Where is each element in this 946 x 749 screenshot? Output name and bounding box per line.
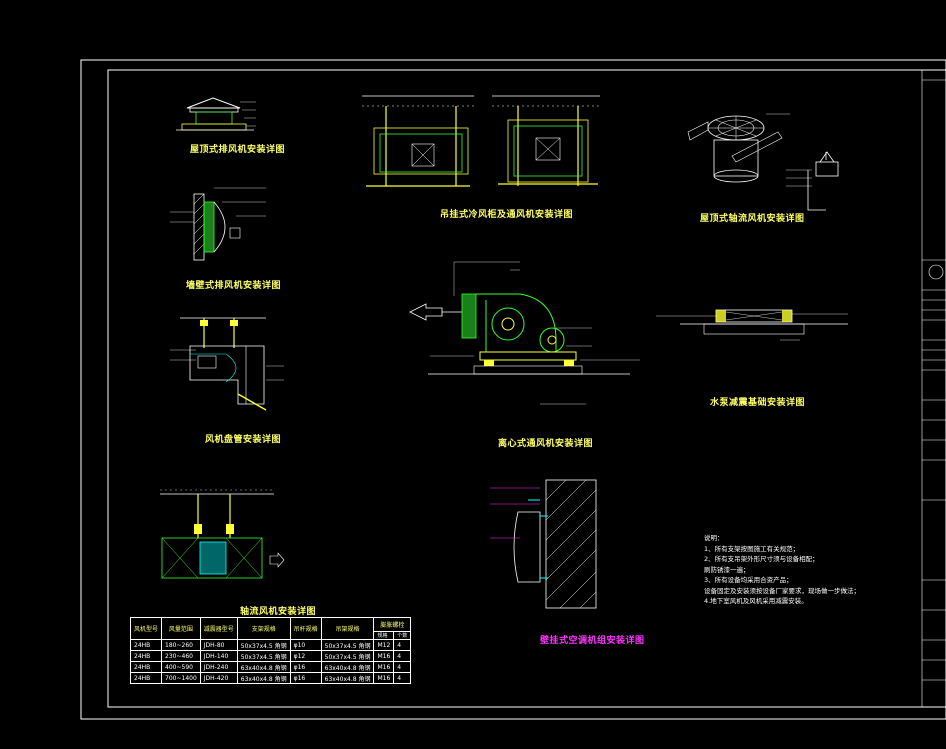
- duct-fan-drawing: [170, 317, 284, 411]
- note-line: 3、所有设备均采用合资产品；: [704, 576, 793, 584]
- table-cell: φ16: [289, 672, 322, 684]
- table-cell: φ16: [289, 661, 322, 673]
- note-line: 设备固定及安装须按设备厂家要求，现场做一步做法；: [704, 586, 860, 595]
- title-block: [921, 70, 946, 707]
- table-cell: 4: [393, 650, 412, 662]
- caption-hanging-unit: 吊挂式冷风柜及通风机安装详图: [440, 210, 574, 220]
- table-row: 24HB 180~260 JDH-80 50x37x4.5 角钢 φ10 50x…: [129, 639, 412, 651]
- caption-wall-unit: 壁挂式空调机组安装详图: [540, 636, 645, 646]
- table-cell: 24HB: [129, 639, 163, 651]
- note-line: 4.地下室风机及风机采用减震安装。: [704, 597, 808, 605]
- note-line: 2、所有支吊架外形尺寸须与设备相配；: [704, 555, 819, 563]
- table-cell: JDH-240: [199, 661, 238, 673]
- table-cell: 400~590: [161, 661, 201, 673]
- table-header: 支架规格: [236, 617, 291, 640]
- roof-fan-drawing: [176, 97, 256, 131]
- table-row: 24HB 400~590 JDH-240 63x40x4.8 角钢 φ16 63…: [129, 661, 412, 673]
- notes-title: 说明：: [704, 534, 724, 542]
- table-header-row: 风机型号 风量范围 减震器型号 支架规格 吊杆规格 吊架规格 膨胀螺栓: [129, 617, 412, 640]
- table-cell: 24HB: [129, 672, 163, 684]
- table-subheader: 个数: [393, 631, 412, 640]
- table-cell: M16: [373, 650, 395, 662]
- table-cell: 63x40x4.8 角钢: [236, 672, 291, 684]
- hanging-unit-drawing: [362, 95, 600, 187]
- design-notes: 说明： 1、所有支架按图施工有关规范； 2、所有支吊架外形尺寸须与设备相配； 刷…: [704, 533, 860, 607]
- table-row: 24HB 230~460 JDH-140 50x37x4.5 角钢 φ12 50…: [129, 650, 412, 662]
- table-cell: JDH-140: [199, 650, 238, 662]
- table-cell: 24HB: [129, 650, 163, 662]
- table-header: 风量范围: [161, 617, 201, 640]
- caption-roof-fan: 屋顶式排风机安装详图: [190, 145, 286, 155]
- caption-pump-base: 水泵减震基础安装详图: [710, 398, 806, 408]
- table-subheader: 规格: [373, 631, 395, 640]
- table-cell: 63x40x4.8 角钢: [236, 661, 291, 673]
- table-cell: JDH-420: [199, 672, 238, 684]
- table-cell: M16: [373, 661, 395, 673]
- table-cell: 50x37x4.5 角钢: [236, 650, 291, 662]
- table-row: 24HB 700~1400 JDH-420 63x40x4.8 角钢 φ16 6…: [129, 672, 412, 684]
- inline-fan-drawing: [160, 489, 285, 579]
- table-cell: 63x40x4.8 角钢: [320, 661, 375, 673]
- table-cell: 24HB: [129, 661, 163, 673]
- table-cell: 180~260: [161, 639, 201, 651]
- table-cell: φ12: [289, 650, 322, 662]
- table-cell: 50x37x4.5 角钢: [320, 639, 375, 651]
- caption-roof-axial: 屋顶式轴流风机安装详图: [700, 214, 805, 224]
- table-header: 风机型号: [129, 617, 163, 640]
- centrifugal-drawing: [409, 261, 640, 405]
- table-cell: M12: [373, 639, 395, 651]
- table-cell: 50x37x4.5 角钢: [236, 639, 291, 651]
- caption-duct-fan: 风机盘管安装详图: [205, 435, 282, 445]
- note-line: 1、所有支架按图施工有关规范；: [704, 544, 800, 553]
- note-line: 刷防锈漆一遍；: [704, 565, 750, 574]
- wall-unit-drawing: [490, 479, 597, 609]
- table-header: 膨胀螺栓: [373, 617, 412, 632]
- table-cell: 63x40x4.8 角钢: [320, 672, 375, 684]
- table-header: 吊架规格: [320, 617, 375, 640]
- inner-frame: [107, 69, 946, 708]
- table-cell: 4: [393, 672, 412, 684]
- outer-frame: [80, 59, 946, 720]
- table-header: 吊杆规格: [289, 617, 322, 640]
- wall-fan-drawing: [170, 187, 266, 261]
- table-header: 减震器型号: [199, 617, 238, 640]
- caption-wall-fan: 墙壁式排风机安装详图: [186, 281, 282, 291]
- table-cell: 4: [393, 639, 412, 651]
- table-cell: 700~1400: [161, 672, 201, 684]
- table-cell: M16: [373, 672, 395, 684]
- roof-axial-drawing: [687, 113, 839, 211]
- table-cell: 230~460: [161, 650, 201, 662]
- table-cell: 4: [393, 661, 412, 673]
- spec-table: 风机型号 风量范围 减震器型号 支架规格 吊杆规格 吊架规格 膨胀螺栓 规格 个…: [129, 617, 412, 684]
- pump-base-drawing: [656, 309, 848, 341]
- table-cell: JDH-80: [199, 639, 238, 651]
- table-cell: φ10: [289, 639, 322, 651]
- table-cell: 50x37x4.5 角钢: [320, 650, 375, 662]
- caption-inline-fan: 轴流风机安装详图: [240, 607, 317, 617]
- caption-centrifugal: 离心式通风机安装详图: [498, 439, 594, 449]
